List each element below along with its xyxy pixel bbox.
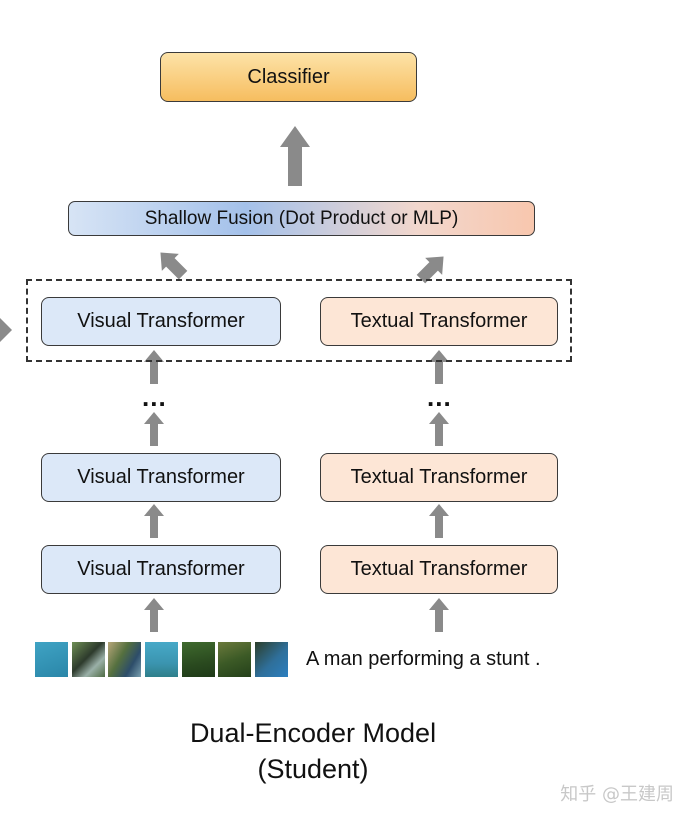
- video-frame-7: [255, 642, 288, 677]
- watermark: 知乎 @王建周: [560, 784, 674, 805]
- input-caption: A man performing a stunt .: [306, 648, 541, 670]
- visual-transformer-label: Visual Transformer: [77, 466, 245, 488]
- classifier-box: Classifier: [160, 52, 417, 102]
- textual-transformer-top: Textual Transformer: [320, 297, 558, 346]
- arrow-up-textual-1: [429, 350, 449, 384]
- textual-transformer-bottom: Textual Transformer: [320, 545, 558, 594]
- arrow-up-visual-3: [144, 504, 164, 538]
- visual-transformer-label: Visual Transformer: [77, 558, 245, 580]
- arrow-up-visual-2: [144, 412, 164, 446]
- arrow-up-textual-3: [429, 504, 449, 538]
- visual-transformer-bottom: Visual Transformer: [41, 545, 281, 594]
- textual-ellipsis: ...: [427, 382, 452, 412]
- classifier-label: Classifier: [247, 65, 330, 88]
- arrow-up-visual-4: [144, 598, 164, 632]
- video-frame-6: [218, 642, 251, 677]
- arrow-diag-visual-to-fusion: [160, 252, 188, 280]
- top-layer-group: [26, 279, 572, 362]
- fusion-label: Shallow Fusion (Dot Product or MLP): [144, 207, 459, 229]
- model-title: Dual-Encoder Model: [189, 718, 437, 748]
- video-frame-2: [72, 642, 105, 677]
- arrow-left-edge: [0, 318, 12, 342]
- arrow-up-textual-2: [429, 412, 449, 446]
- arrow-up-textual-4: [429, 598, 449, 632]
- textual-transformer-label: Textual Transformer: [350, 466, 528, 488]
- arrow-up-visual-1: [144, 350, 164, 384]
- visual-transformer-middle: Visual Transformer: [41, 453, 281, 502]
- arrow-diag-textual-to-fusion: [416, 256, 444, 284]
- video-frame-4: [145, 642, 178, 677]
- shallow-fusion-box: Shallow Fusion (Dot Product or MLP): [68, 201, 535, 236]
- model-subtitle: (Student): [257, 754, 369, 784]
- video-frame-1: [35, 642, 68, 677]
- arrow-up-to-classifier: [280, 126, 310, 186]
- visual-transformer-top: Visual Transformer: [41, 297, 281, 346]
- textual-transformer-label: Textual Transformer: [350, 310, 528, 332]
- textual-transformer-label: Textual Transformer: [350, 558, 528, 580]
- video-frame-5: [182, 642, 215, 677]
- textual-transformer-middle: Textual Transformer: [320, 453, 558, 502]
- video-frame-3: [108, 642, 141, 677]
- visual-ellipsis: ...: [142, 382, 167, 412]
- visual-transformer-label: Visual Transformer: [77, 310, 245, 332]
